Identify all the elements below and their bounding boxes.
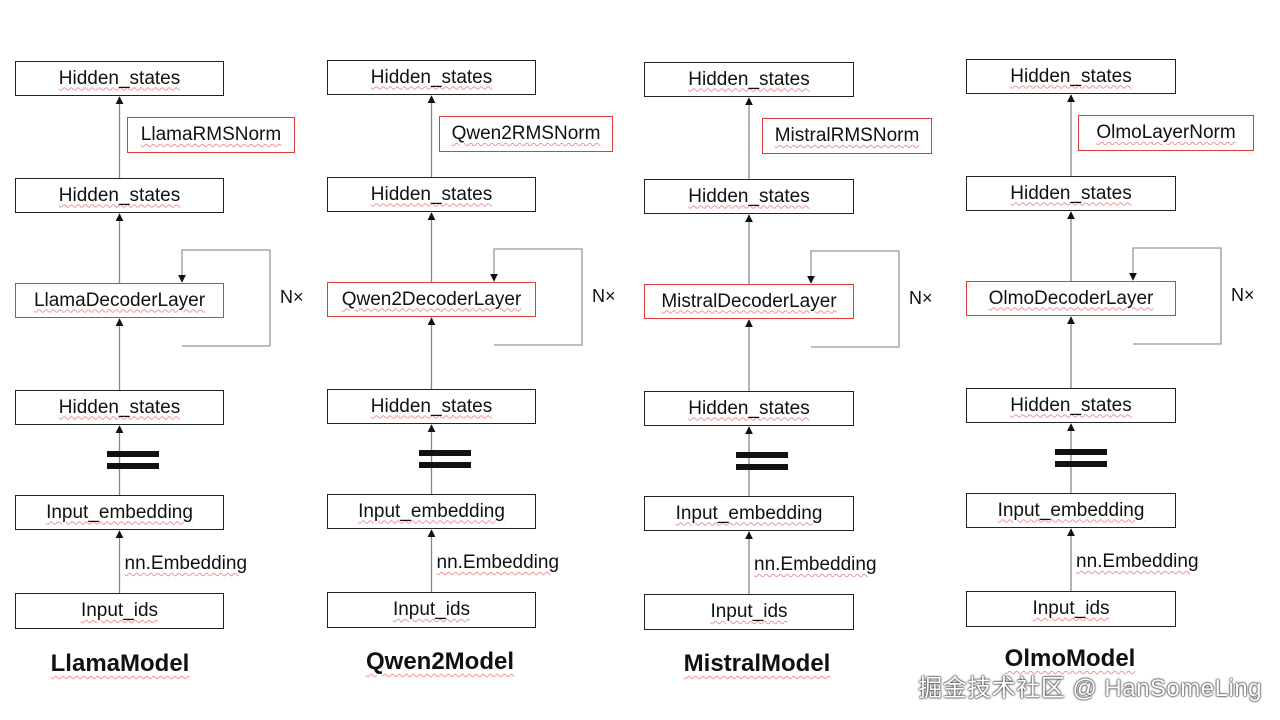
hidden-states-mid-box-label: Hidden_states [58, 184, 181, 206]
hidden-states-mid-box-label: Hidden_states [370, 183, 493, 205]
hidden-states-mid-box: Hidden_states [15, 178, 224, 213]
equals-icon [736, 452, 788, 474]
input-ids-box: Input_ids [327, 592, 536, 628]
hidden-states-bottom-box-label: Hidden_states [1010, 394, 1132, 416]
decoder-layer-box: OlmoDecoderLayer [966, 281, 1176, 316]
hidden-states-mid-box: Hidden_states [966, 176, 1176, 211]
decoder-layer-box-label: LlamaDecoderLayer [33, 289, 206, 311]
input-ids-box: Input_ids [644, 594, 854, 630]
repeat-loop-arrow [178, 249, 271, 347]
norm-box-label: OlmoLayerNorm [1096, 122, 1236, 143]
equals-icon [1055, 449, 1107, 471]
hidden-states-top-box: Hidden_states [15, 61, 224, 96]
input-ids-box: Input_ids [966, 591, 1176, 627]
embedding-module-label: nn.Embedding [754, 554, 877, 576]
input-embedding-box-label: Input_embedding [997, 499, 1145, 521]
hidden-states-bottom-box: Hidden_states [15, 390, 224, 425]
norm-box: LlamaRMSNorm [127, 117, 295, 153]
input-ids-box-label: Input_ids [1032, 598, 1110, 619]
repeat-label: N× [280, 287, 304, 307]
embedding-module-label: nn.Embedding [1076, 551, 1199, 573]
hidden-states-bottom-box: Hidden_states [966, 388, 1176, 423]
hidden-states-top-box: Hidden_states [966, 59, 1176, 94]
hidden-states-top-box-label: Hidden_states [688, 68, 810, 90]
hidden-states-top-box-label: Hidden_states [1010, 65, 1132, 87]
hidden-states-mid-box: Hidden_states [327, 177, 536, 212]
hidden-states-mid-box-label: Hidden_states [688, 185, 810, 207]
model-title: Qwen2Model [366, 648, 514, 676]
hidden-states-mid-box-label: Hidden_states [1010, 182, 1132, 204]
embedding-module-text: nn.Embedding [754, 554, 877, 575]
embedding-module-label: nn.Embedding [437, 552, 560, 574]
norm-box: MistralRMSNorm [762, 118, 932, 154]
norm-box-label: LlamaRMSNorm [140, 124, 282, 145]
input-embedding-box-label: Input_embedding [675, 502, 823, 524]
watermark: 掘金技术社区 @ HanSomeLing [918, 675, 1262, 702]
hidden-states-top-box: Hidden_states [327, 60, 536, 95]
embedding-module-text: nn.Embedding [436, 552, 560, 573]
hidden-states-bottom-box: Hidden_states [644, 391, 854, 426]
model-title: MistralModel [684, 650, 831, 678]
decoder-layer-box-label: Qwen2DecoderLayer [341, 288, 522, 310]
hidden-states-top-box: Hidden_states [644, 62, 854, 97]
decoder-layer-box: MistralDecoderLayer [644, 284, 854, 319]
hidden-states-bottom-box-label: Hidden_states [370, 395, 493, 417]
repeat-loop-arrow [807, 250, 900, 348]
repeat-loop-arrow [1129, 247, 1222, 345]
model-title-text: MistralModel [683, 650, 831, 677]
repeat-label: N× [909, 288, 933, 308]
repeat-loop-arrow [490, 248, 583, 346]
input-ids-box-label: Input_ids [80, 600, 159, 621]
input-embedding-box: Input_embedding [15, 495, 224, 530]
decoder-layer-box-label: MistralDecoderLayer [661, 290, 837, 312]
repeat-label: N× [1231, 285, 1255, 305]
model-title-text: Qwen2Model [365, 648, 515, 675]
input-embedding-box: Input_embedding [327, 494, 536, 529]
embedding-module-text: nn.Embedding [1076, 551, 1199, 572]
hidden-states-mid-box: Hidden_states [644, 179, 854, 214]
input-embedding-box: Input_embedding [966, 493, 1176, 528]
model-title-text: LlamaModel [50, 650, 190, 677]
hidden-states-top-box-label: Hidden_states [58, 67, 181, 89]
decoder-layer-box-label: OlmoDecoderLayer [988, 287, 1154, 309]
input-ids-box-label: Input_ids [392, 599, 471, 620]
input-embedding-box: Input_embedding [644, 496, 854, 531]
model-title: LlamaModel [51, 650, 190, 678]
hidden-states-bottom-box-label: Hidden_states [688, 397, 810, 419]
model-title: OlmoModel [1005, 645, 1136, 673]
equals-icon [106, 451, 159, 473]
decoder-layer-box: LlamaDecoderLayer [15, 283, 224, 318]
hidden-states-bottom-box: Hidden_states [327, 389, 536, 424]
norm-box-label: MistralRMSNorm [774, 125, 920, 146]
embedding-module-label: nn.Embedding [125, 553, 248, 575]
norm-box: OlmoLayerNorm [1078, 115, 1254, 151]
input-embedding-box-label: Input_embedding [358, 500, 505, 522]
norm-box-label: Qwen2RMSNorm [451, 123, 601, 144]
repeat-label: N× [592, 286, 616, 306]
model-title-text: OlmoModel [1004, 645, 1136, 672]
hidden-states-bottom-box-label: Hidden_states [58, 396, 181, 418]
decoder-layer-box: Qwen2DecoderLayer [327, 282, 536, 317]
equals-icon [418, 450, 471, 472]
hidden-states-top-box-label: Hidden_states [370, 66, 493, 88]
input-ids-box: Input_ids [15, 593, 224, 629]
embedding-module-text: nn.Embedding [124, 553, 248, 574]
norm-box: Qwen2RMSNorm [439, 116, 613, 152]
input-embedding-box-label: Input_embedding [46, 501, 193, 523]
input-ids-box-label: Input_ids [710, 601, 788, 622]
